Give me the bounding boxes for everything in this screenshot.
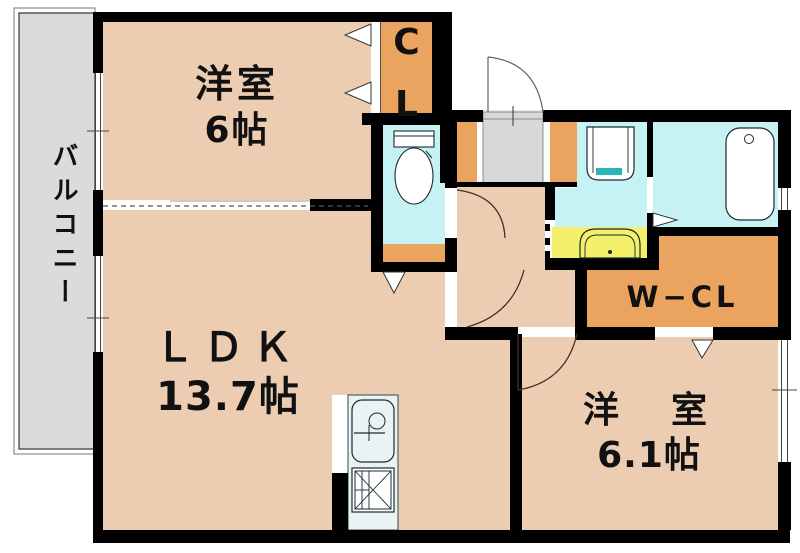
shoe-cabinet-right-icon bbox=[550, 120, 577, 182]
balcony-area bbox=[13, 7, 96, 455]
entrance-area bbox=[482, 106, 544, 186]
windows bbox=[87, 73, 797, 462]
balcony-floor bbox=[18, 12, 96, 450]
storage-door-triangle-icon bbox=[382, 271, 406, 295]
closet-doors bbox=[343, 22, 381, 113]
room-divider bbox=[103, 200, 368, 207]
toilet-icon bbox=[393, 130, 435, 205]
kitchen-pass-gap bbox=[332, 395, 348, 473]
room-ldk-floor bbox=[103, 210, 510, 530]
closet-floor bbox=[381, 22, 432, 113]
ldk-hall-door-arc bbox=[466, 269, 525, 328]
closet-door-triangle-icon bbox=[343, 23, 372, 47]
room-bedroom-top-floor bbox=[103, 22, 371, 200]
vanity-sink-icon bbox=[579, 228, 641, 259]
door-swings bbox=[382, 56, 714, 391]
window-bedroom-top bbox=[87, 73, 109, 190]
hallway-floor bbox=[457, 185, 575, 327]
stove-icon bbox=[351, 467, 395, 513]
bathroom-door-triangle-icon bbox=[652, 212, 679, 228]
room-bedroom-right-floor bbox=[520, 337, 778, 530]
walk-in-closet-floor bbox=[587, 234, 778, 327]
closet-door-triangle-icon bbox=[343, 81, 372, 105]
window-bathroom-vent bbox=[781, 188, 788, 210]
room-floors bbox=[103, 22, 778, 530]
entrance-door-icon bbox=[487, 56, 544, 113]
kitchen-sink-icon bbox=[351, 399, 395, 463]
washroom-sliding-door bbox=[545, 224, 550, 258]
bathtub-icon bbox=[725, 127, 775, 221]
walls bbox=[93, 12, 791, 543]
washing-machine-icon bbox=[586, 126, 635, 181]
window-ldk bbox=[87, 256, 109, 352]
toilet-door-arc bbox=[456, 189, 506, 239]
window-bedroom-right bbox=[772, 340, 797, 462]
toilet-shelf bbox=[383, 244, 445, 263]
bedroom-right-door-arc bbox=[517, 333, 578, 391]
wcl-door-triangle-icon bbox=[691, 339, 714, 359]
